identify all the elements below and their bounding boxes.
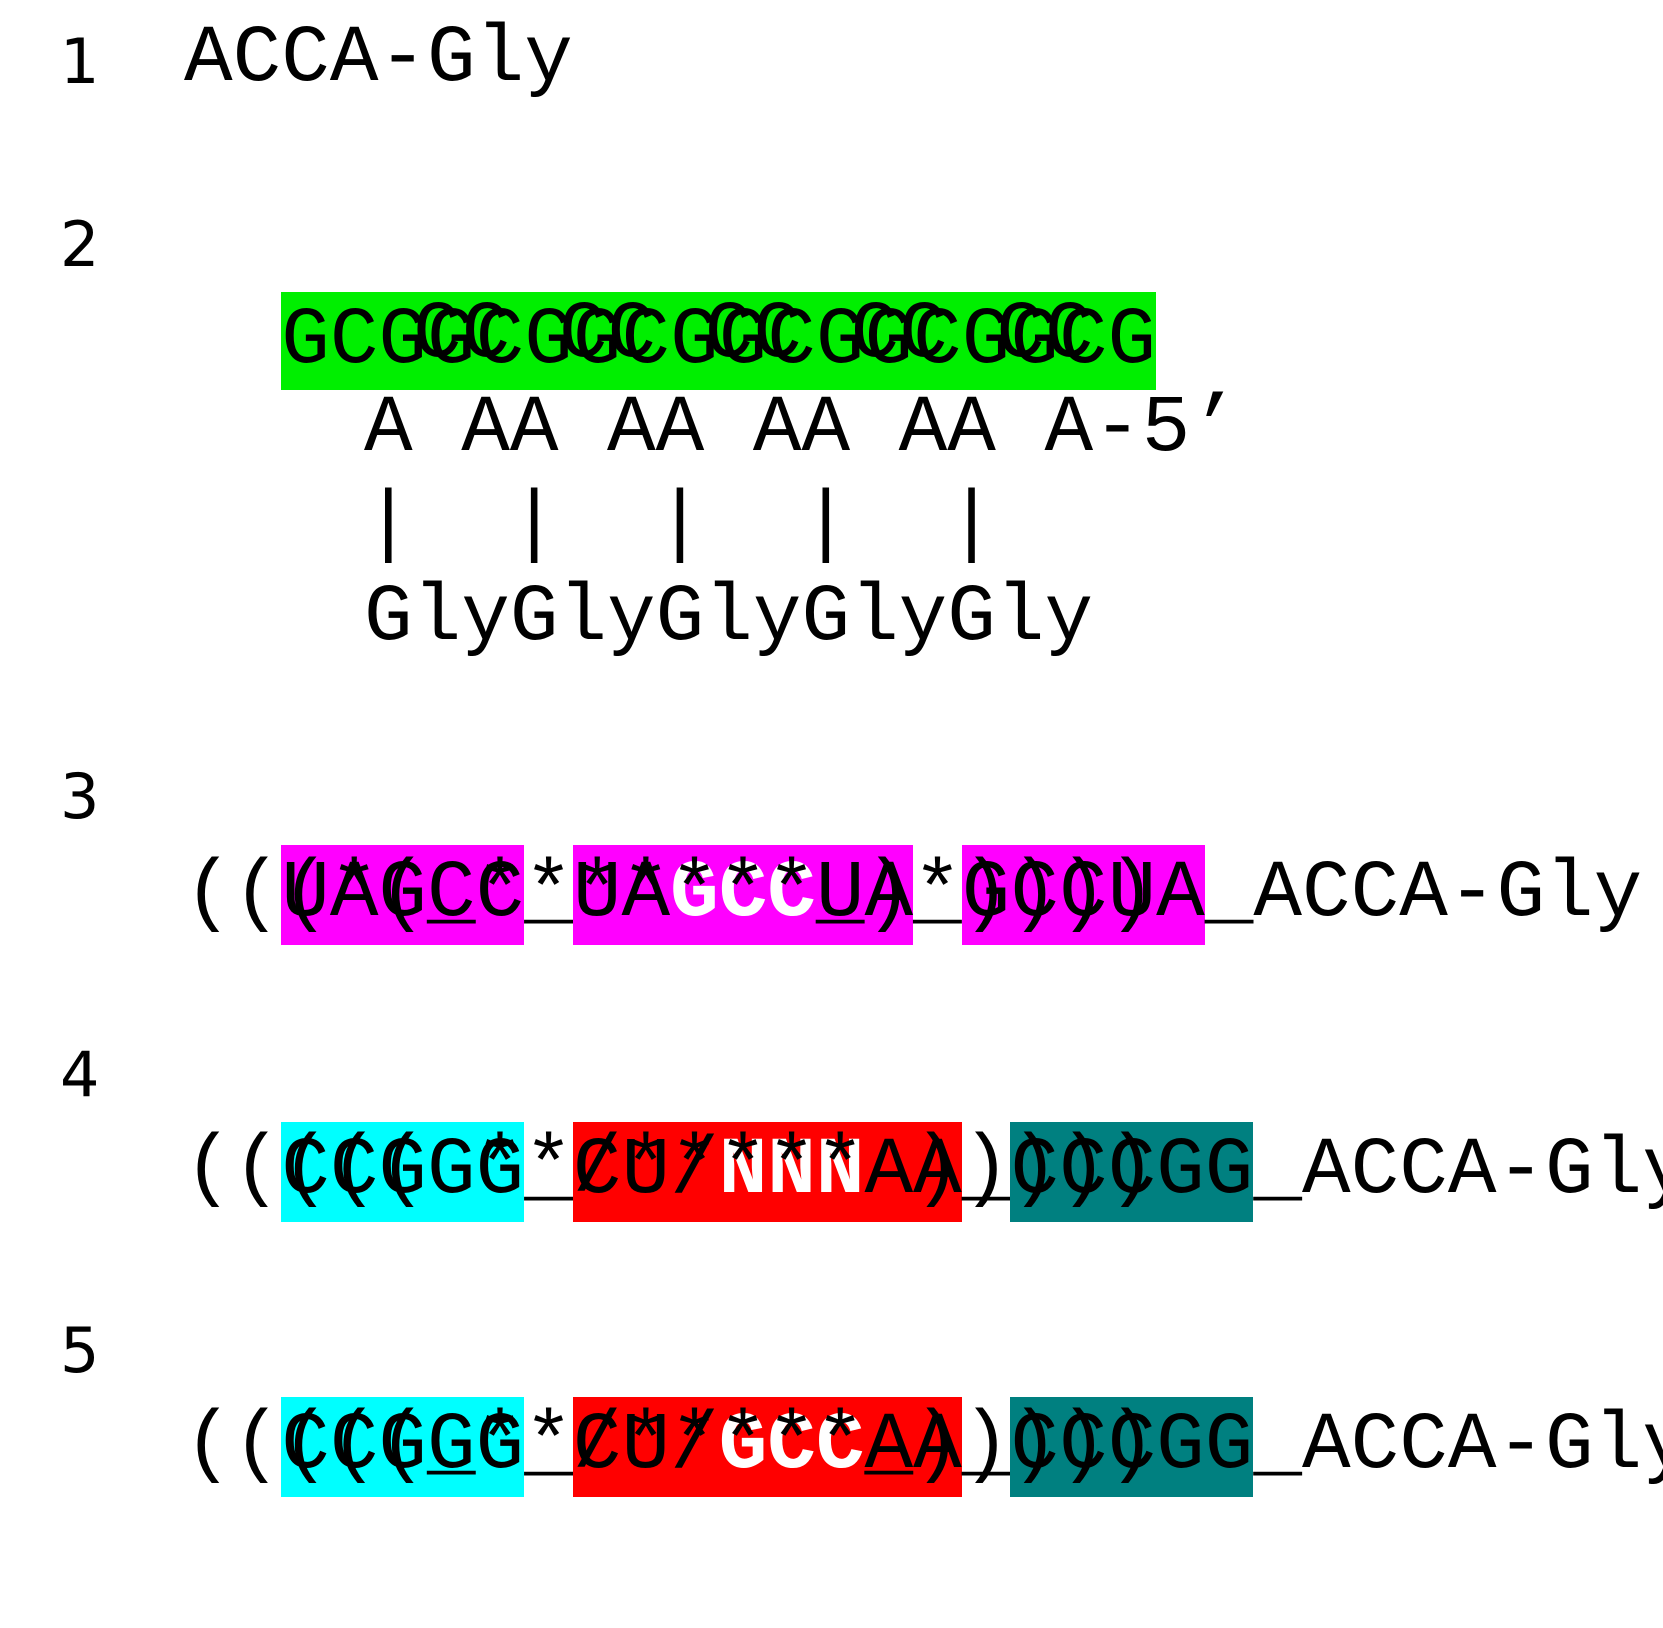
row-number-4: 4 bbox=[60, 1038, 100, 1111]
row3-structure: (((*(_*******_)*)))) bbox=[184, 849, 1157, 940]
red-segment-a: CU/ bbox=[572, 1397, 719, 1497]
tail: _ACCA-Gly bbox=[1204, 849, 1643, 940]
magenta-segment-2a: UA bbox=[572, 845, 671, 945]
gap: _ bbox=[961, 1126, 1011, 1217]
row3-sequence: UAGCC_UAGCCUA_GCCUA_ACCA-Gly bbox=[184, 745, 1642, 945]
row2-aa-line: A AA AA AA AA A-5’ bbox=[364, 384, 1239, 475]
row-number-1: 1 bbox=[60, 25, 100, 98]
row2-cc-line: CC CC CC CC CC bbox=[413, 290, 1094, 381]
magenta-segment-1: UAGCC bbox=[281, 845, 525, 945]
cyan-segment: CCGGG bbox=[281, 1122, 525, 1222]
row-number-2: 2 bbox=[60, 208, 100, 281]
magenta-segment-2b: GCC bbox=[670, 845, 816, 945]
row2-gly-line: GlyGlyGlyGlyGly bbox=[364, 573, 1094, 664]
teal-segment: CCCGG bbox=[1010, 1122, 1254, 1222]
tail: _ACCA-Gly bbox=[1253, 1401, 1663, 1492]
gap: _ bbox=[913, 849, 962, 940]
teal-segment: CCCGG bbox=[1010, 1397, 1254, 1497]
row1-sequence: ACCA-Gly bbox=[184, 14, 573, 105]
row5-sequence: CCGGG_CU/GCCAA_CCCGG_ACCA-Gly bbox=[184, 1297, 1663, 1497]
gap: _ bbox=[524, 1126, 573, 1217]
red-segment-b: GCC bbox=[718, 1397, 865, 1497]
red-segment-a: CU/ bbox=[572, 1122, 719, 1222]
row5-structure: (((((_**/*****_))))) bbox=[184, 1400, 1157, 1491]
gap: _ bbox=[961, 1401, 1011, 1492]
tail: _ACCA-Gly bbox=[1253, 1126, 1663, 1217]
row4-sequence: CCGGG_CU/NNNAA_CCCGG_ACCA-Gly bbox=[184, 1022, 1663, 1222]
magenta-segment-2c: UA bbox=[815, 845, 914, 945]
row2-sequence-green: GCGGCGGCGGCGGCGGCG bbox=[184, 192, 1157, 390]
red-segment-c: AA bbox=[864, 1122, 962, 1222]
red-segment-b: NNN bbox=[718, 1122, 865, 1222]
red-segment-c: AA bbox=[864, 1397, 962, 1497]
gap: _ bbox=[524, 1401, 573, 1492]
cyan-segment: CCGGG bbox=[281, 1397, 525, 1497]
green-segment: GCGGCGGCGGCGGCGGCG bbox=[281, 292, 1157, 390]
row-number-3: 3 bbox=[60, 760, 100, 833]
row-number-5: 5 bbox=[60, 1314, 100, 1387]
row2-bar-line: | | | | | bbox=[364, 480, 996, 571]
row4-structure: ((((( **/***** ))))) bbox=[184, 1124, 1157, 1215]
gap: _ bbox=[524, 849, 573, 940]
magenta-segment-3: GCCUA bbox=[961, 845, 1205, 945]
